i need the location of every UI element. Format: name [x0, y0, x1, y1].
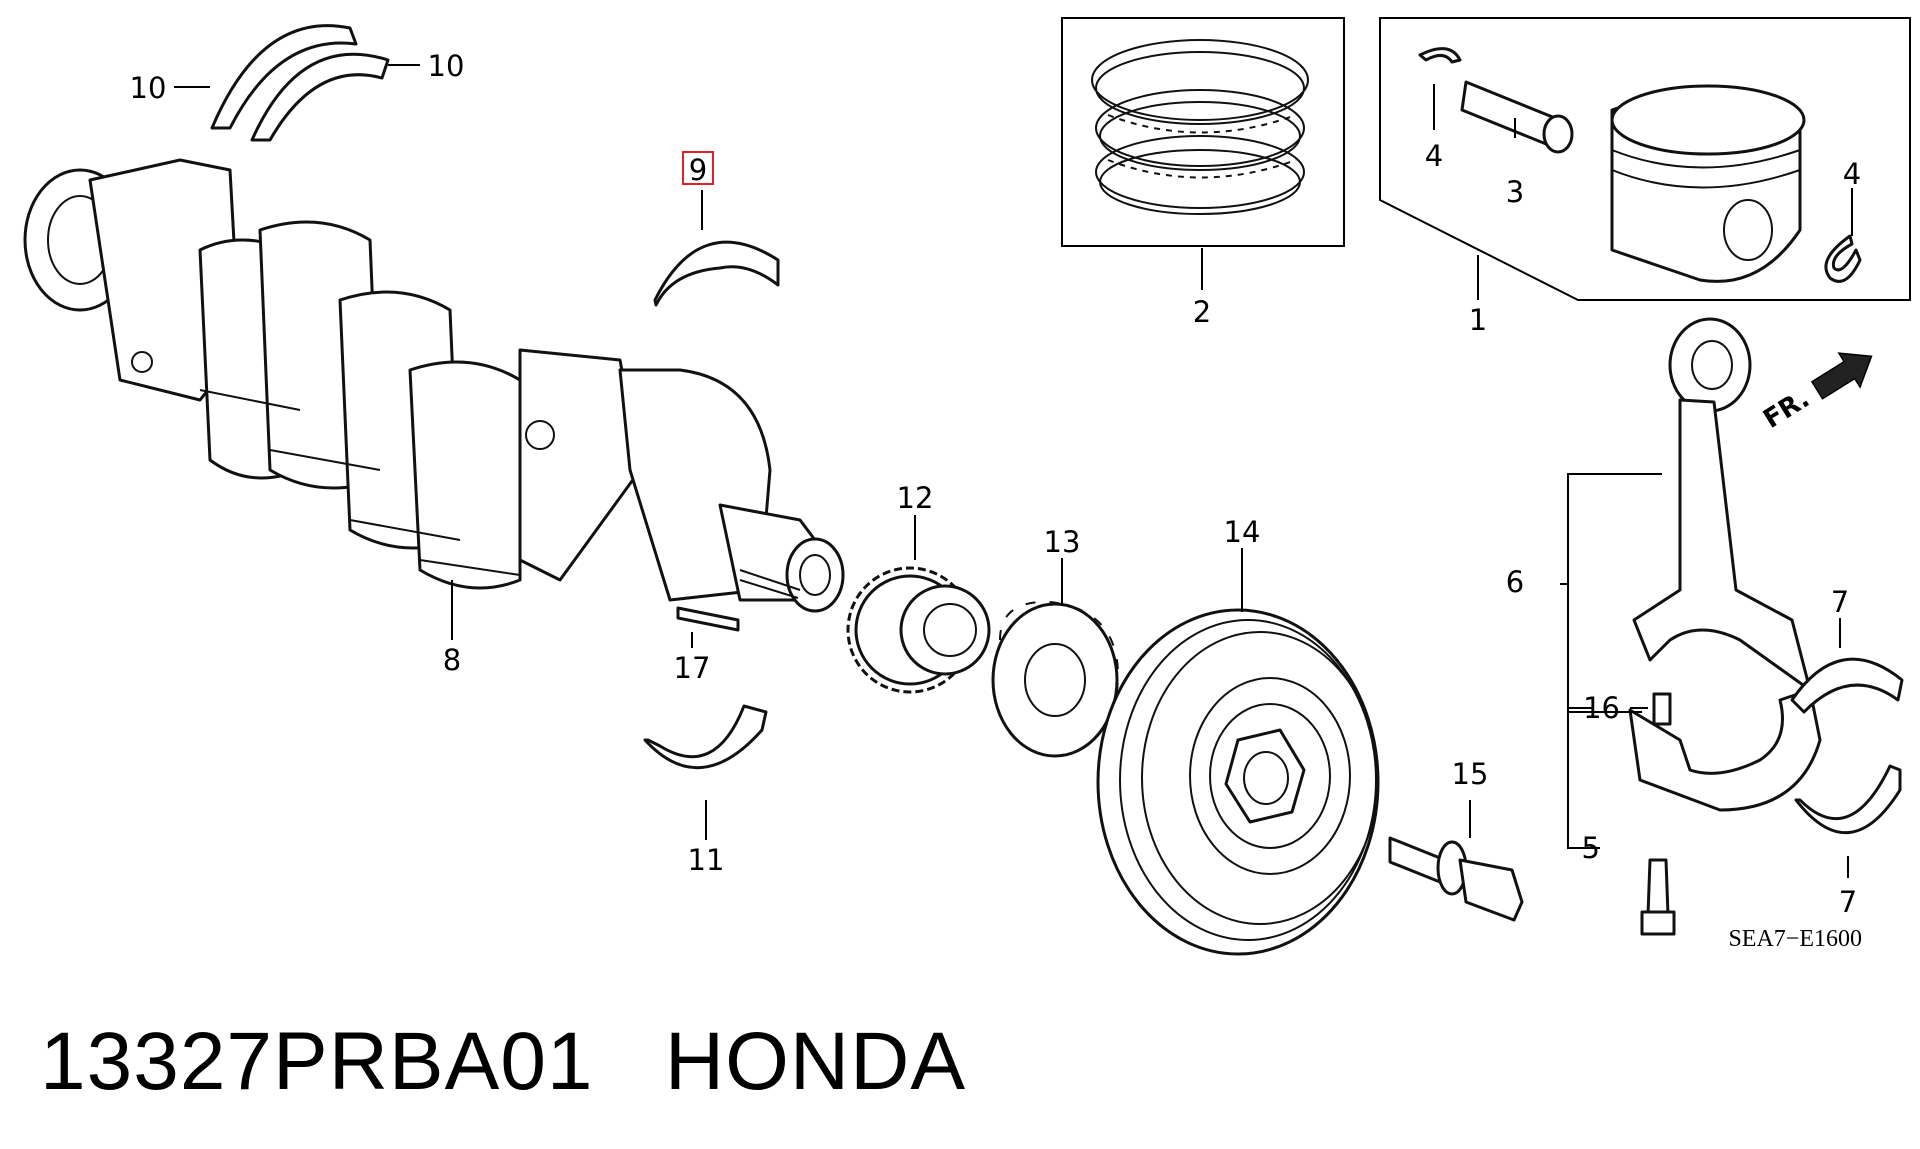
front-arrow-icon [1810, 352, 1873, 400]
part-caption: 13327PRBA01 HONDA [40, 1015, 966, 1109]
callout-2: 2 [1193, 295, 1211, 329]
callout-6: 6 [1506, 565, 1524, 599]
callout-4-right: 4 [1843, 157, 1861, 191]
callout-13: 13 [1044, 525, 1081, 559]
woodruff-key-17 [676, 606, 740, 632]
callout-9: 9 [689, 153, 707, 187]
callout-15: 15 [1452, 757, 1489, 791]
callout-7-upper: 7 [1831, 585, 1849, 619]
crank-pulley [1096, 608, 1380, 956]
callout-3: 3 [1506, 175, 1524, 209]
crank-gear [846, 566, 991, 694]
callout-12: 12 [897, 481, 934, 515]
callout-11: 11 [688, 843, 725, 877]
diagram-code: SEA7−E1600 [1728, 926, 1862, 952]
front-direction-marker: FR. [1758, 352, 1873, 435]
front-label: FR. [1758, 384, 1815, 435]
highlight-box [682, 151, 714, 185]
main-bearing-11 [643, 704, 768, 770]
brand-name: HONDA [664, 1016, 967, 1107]
callout-labels: 1 2 3 4 4 5 6 7 7 8 9 10 10 11 12 13 14 … [130, 49, 1862, 919]
crankshaft [23, 158, 845, 613]
thrust-washer-10-pair [210, 24, 390, 142]
piston-assembly [1379, 17, 1911, 301]
callout-16: 16 [1583, 691, 1620, 725]
piston-ring-set [1061, 17, 1345, 247]
connecting-rod [1628, 317, 1822, 936]
callout-17: 17 [674, 651, 711, 685]
part-number: 13327PRBA01 [40, 1016, 594, 1107]
callout-14: 14 [1224, 515, 1261, 549]
pulser-plate [991, 600, 1120, 758]
leader-lines [174, 64, 1853, 878]
callout-4-left: 4 [1425, 139, 1443, 173]
callout-7-lower: 7 [1839, 885, 1857, 919]
callout-8: 8 [443, 643, 461, 677]
rod-bearing-7-upper [1790, 657, 1904, 714]
callout-10-left: 10 [130, 71, 167, 105]
pulley-bolt [1388, 836, 1524, 922]
rod-bearing-7-lower [1794, 764, 1902, 835]
main-bearing-9 [653, 240, 780, 307]
callout-5: 5 [1582, 831, 1600, 865]
callout-1: 1 [1469, 303, 1487, 337]
callout-10-right: 10 [428, 49, 465, 83]
